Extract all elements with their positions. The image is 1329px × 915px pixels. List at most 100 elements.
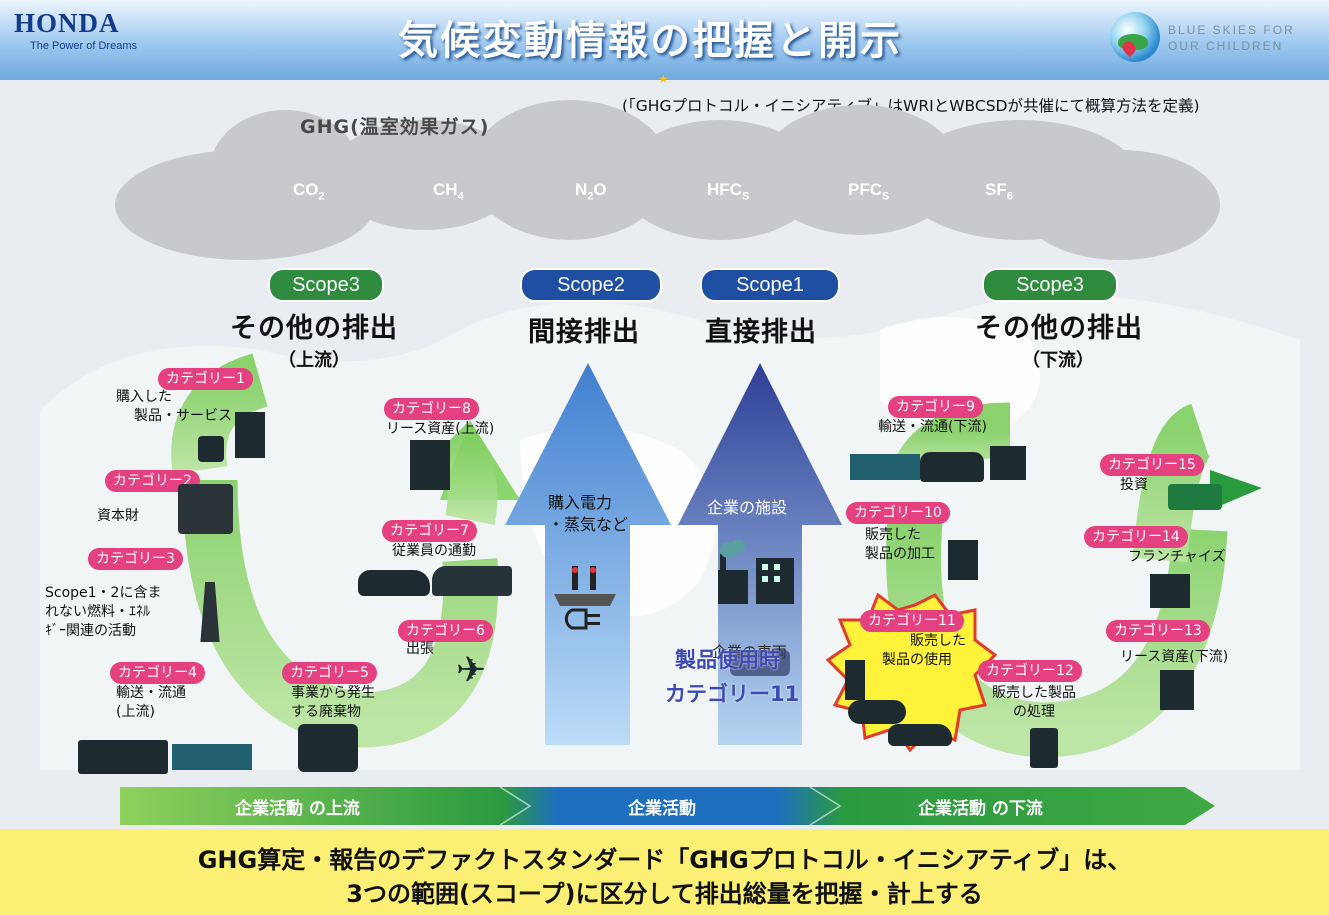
factory-icon — [718, 540, 794, 604]
scope1-content: 企業の施設 — [707, 498, 788, 517]
gas-n2o: N2O — [575, 180, 607, 203]
category-desc-line: の処理 — [1013, 704, 1055, 720]
category-7-chip: カテゴリー7 — [382, 520, 477, 542]
category-11-desc: 販売した 製品の使用 — [882, 632, 966, 670]
category-2-desc: 資本財 — [97, 508, 139, 524]
scope2-badge: Scope2 — [520, 268, 662, 302]
company-car-icon — [730, 650, 790, 676]
category-desc-line: 事業から発生 — [291, 685, 375, 701]
scope1-up-arrow — [678, 363, 842, 745]
partner-logo-line-2: OUR CHILDREN — [1168, 39, 1284, 53]
partner-logo-line-1: BLUE SKIES FOR — [1168, 23, 1295, 37]
category-desc-line: 購入した — [116, 389, 172, 405]
category-11-chip: カテゴリー11 — [860, 610, 964, 632]
crane-truck-icon — [178, 484, 233, 534]
category-4-desc: 輸送・流通 (上流) — [116, 684, 186, 722]
outboard-motor-icon — [845, 660, 865, 700]
band-downstream-label: 企業活動 の下流 — [918, 799, 1043, 819]
factory-icon — [235, 412, 265, 458]
activity-band — [120, 787, 1215, 825]
ghg-label: GHG(温室効果ガス) — [300, 116, 490, 138]
airplane-icon: ✈ — [456, 650, 487, 691]
category-14-chip: カテゴリー14 — [1084, 526, 1188, 548]
category-9-chip: カテゴリー9 — [888, 396, 983, 418]
office-building-icon — [410, 440, 450, 490]
scope3-upstream-sub: （上流） — [278, 350, 350, 371]
gas-sf6: SF6 — [985, 180, 1013, 203]
garbage-truck-icon — [298, 724, 358, 772]
category-13-chip: カテゴリー13 — [1106, 620, 1210, 642]
scope2-content: 購入電力 ・蒸気など — [548, 492, 628, 536]
car-carrier-icon — [920, 452, 984, 482]
upstream-cycle-arrow-neck — [431, 422, 498, 525]
category-8-desc: リース資産(上流) — [386, 421, 495, 437]
downstream-cycle-arrow-head — [1210, 470, 1262, 510]
page-title: 気候変動情報の把握と開示 — [398, 18, 902, 64]
category-13-desc: リース資産(下流) — [1120, 649, 1229, 665]
car-icon — [358, 570, 430, 596]
coal-cart-icon — [198, 436, 224, 462]
honda-tagline: The Power of Dreams — [30, 40, 137, 52]
gas-ch4: CH4 — [433, 180, 464, 203]
ship-icon — [850, 454, 920, 480]
scope2-title: 間接排出 — [528, 317, 640, 348]
category-6-desc: 出張 — [406, 641, 434, 657]
motorcycle-icon — [848, 700, 906, 724]
oil-pump-icon — [200, 582, 220, 642]
category-1-desc: 購入した 製品・サービス — [116, 388, 232, 426]
product-use-overlay: 製品使用時 — [675, 648, 780, 672]
category-desc-line: 販売した — [865, 527, 921, 543]
category-2-chip: カテゴリー2 — [105, 470, 200, 492]
gas-hfcs: HFCS — [707, 180, 750, 203]
category-15-chip: カテゴリー15 — [1100, 454, 1204, 476]
category-14-desc: フランチャイズ — [1128, 549, 1226, 565]
footer-banner — [0, 829, 1329, 915]
scope2-content-line: ・蒸気など — [548, 515, 629, 534]
scope1-badge: Scope1 — [700, 268, 840, 302]
scope3-upstream-title: その他の排出 — [230, 313, 398, 344]
category11-overlay: カテゴリー11 — [665, 682, 800, 706]
category-1-chip: カテゴリー1 — [158, 368, 253, 390]
cloud — [1020, 150, 1220, 260]
scope3-upstream-badge: Scope3 — [268, 268, 384, 302]
category-3-desc: Scope1・2に含ま れない燃料・ｴﾈﾙ ｷﾞｰ関連の活動 — [45, 584, 161, 641]
star-icon: ★ — [658, 72, 669, 86]
category-7-desc: 従業員の通勤 — [392, 543, 476, 559]
category-4-chip: カテゴリー4 — [110, 662, 205, 684]
category-9-desc: 輸送・流通(下流) — [878, 419, 987, 435]
category-15-desc: 投資 — [1120, 477, 1148, 493]
band-upstream-label: 企業活動 の上流 — [235, 799, 360, 819]
ship-icon — [172, 744, 252, 770]
category-desc-line: 販売した製品 — [992, 685, 1076, 701]
gas-pfcs: PFCS — [848, 180, 890, 203]
category-desc-line: 販売した — [910, 633, 966, 649]
category-12-desc: 販売した製品 の処理 — [992, 684, 1076, 722]
category-8-chip: カテゴリー8 — [384, 398, 479, 420]
factory-icon — [948, 540, 978, 580]
money-icon — [1168, 484, 1222, 510]
upstream-cycle-arrow-body — [182, 479, 499, 748]
category-5-desc: 事業から発生 する廃棄物 — [291, 684, 375, 722]
partner-logo-text: BLUE SKIES FOR OUR CHILDREN — [1168, 22, 1295, 54]
earth-icon — [1110, 12, 1160, 62]
scope3-downstream-title: その他の排出 — [975, 313, 1143, 344]
category-desc-line: Scope1・2に含ま — [45, 585, 162, 601]
store-icon — [990, 446, 1026, 480]
truck-icon — [78, 740, 168, 774]
protocol-note: (「GHGプロトコル・イニシアティブ」はWRIとWBCSDが共催にて概算方法を定… — [622, 97, 1200, 115]
scope2-content-line: 購入電力 — [548, 493, 613, 512]
category-desc-line: 製品の加工 — [865, 546, 935, 562]
category-desc-line: 製品の使用 — [882, 652, 952, 668]
category-desc-line: れない燃料・ｴﾈﾙ — [45, 604, 150, 620]
band-divider — [809, 786, 842, 826]
scope3-downstream-badge: Scope3 — [982, 268, 1118, 302]
category-desc-line: 輸送・流通 — [116, 685, 186, 701]
honda-logo: HONDA — [14, 8, 120, 38]
train-icon — [432, 566, 512, 596]
power-plug-icon — [554, 566, 616, 630]
category-3-chip: カテゴリー3 — [88, 548, 183, 570]
storefront-icon — [1150, 574, 1190, 608]
office-building-icon — [1160, 670, 1194, 710]
recycle-bin-icon — [1030, 728, 1058, 768]
scope1-title: 直接排出 — [705, 317, 817, 348]
